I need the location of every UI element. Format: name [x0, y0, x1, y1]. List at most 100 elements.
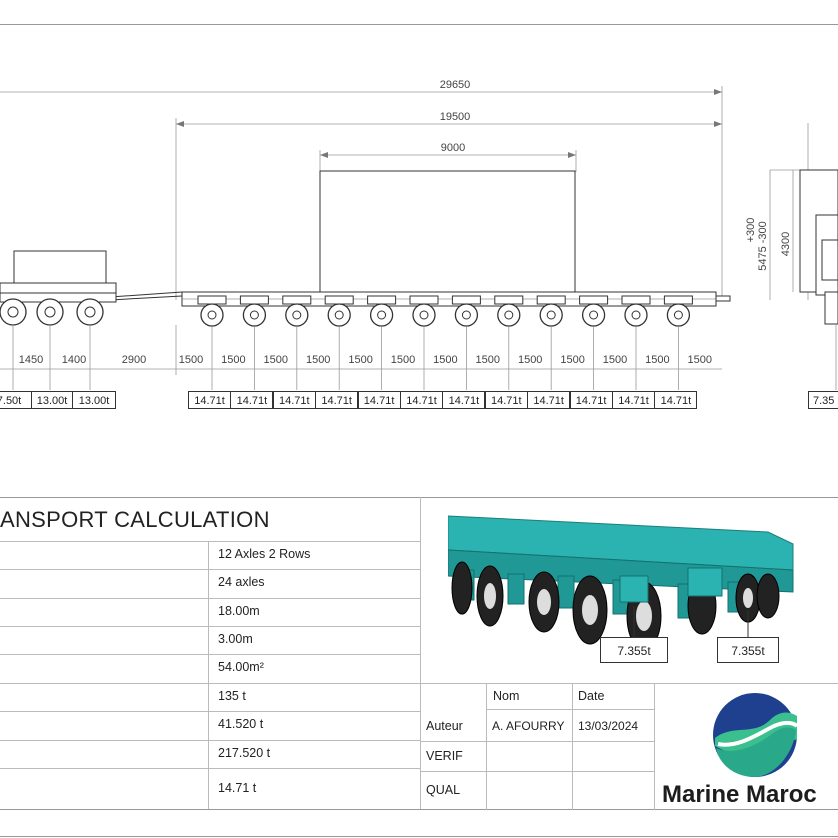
- tractor-wheel: [0, 298, 27, 326]
- tb-verif-label: VERIF: [426, 749, 463, 763]
- trailer-axle-load: 14.71t: [400, 391, 443, 409]
- load-block: [319, 170, 576, 294]
- dim-trailer-text: 19500: [440, 111, 471, 123]
- trailer-axle-load: 14.71t: [612, 391, 655, 409]
- detail-load-1: 7.355t: [600, 637, 668, 663]
- trailer-axle-load: 14.71t: [188, 391, 231, 409]
- trailer-wheel: [367, 295, 397, 390]
- dimension-overall: 29650: [0, 79, 723, 300]
- trailer-spacing-label: 1500: [221, 354, 245, 366]
- tractor-load-3: 13.00t: [72, 391, 116, 409]
- trailer-wheel: [324, 295, 354, 390]
- trailer-spacing-label: 1500: [264, 354, 288, 366]
- dim-load-text: 9000: [441, 142, 465, 154]
- tb-auteur-date: 13/03/2024: [578, 719, 639, 733]
- dimension-load: 9000: [319, 142, 577, 172]
- trailer-wheel: [239, 295, 269, 390]
- trailer-axle-load: 14.71t: [569, 391, 613, 409]
- trailer-spacing-label: 1500: [348, 354, 372, 366]
- trailer-axle-load: 14.71t: [484, 391, 528, 409]
- calc-row-line: [0, 768, 420, 769]
- tb-row-2: [420, 741, 654, 742]
- trailer-axle-load: 14.71t: [527, 391, 571, 409]
- calc-bottom-line: [0, 809, 838, 810]
- trailer-wheel: [663, 295, 693, 390]
- tractor-spacing-1: 1450: [19, 354, 43, 366]
- tractor-spacing-3: 2900: [122, 354, 146, 366]
- calc-row-line: [0, 740, 420, 741]
- trailer-spacing-label: 1500: [179, 354, 203, 366]
- calc-row-line: [0, 569, 420, 570]
- trailer-wheel: [197, 295, 227, 390]
- calc-col-divider: [208, 541, 209, 809]
- trailer-wheels: [197, 295, 693, 390]
- trailer-spacing-label: 1500: [433, 354, 457, 366]
- trailer-axle-load: 14.71t: [442, 391, 486, 409]
- calc-row-line: [0, 654, 420, 655]
- frame-bottom-line: [0, 836, 838, 837]
- tb-date-header: Date: [578, 689, 605, 703]
- tractor-spacing-labels: 1450 1400 2900: [19, 354, 146, 366]
- trailer-wheel: [621, 295, 651, 390]
- calc-row-line: [0, 711, 420, 712]
- module-3d-render: [448, 515, 794, 651]
- trailer-wheel: [536, 295, 566, 390]
- tb-col-1: [486, 683, 487, 810]
- trailer-spacing-label: 1500: [603, 354, 627, 366]
- tb-col-3: [654, 683, 655, 810]
- trailer-spacing-label: 1500: [476, 354, 500, 366]
- calc-value: 217.520 t: [218, 746, 271, 760]
- trailer-spacing-label: 1500: [688, 354, 712, 366]
- calc-value: 12 Axles 2 Rows: [218, 547, 311, 561]
- trailer-spacing-labels: 1500 1500 1500 1500 1500 1500 1500 1500 1500 1500…: [179, 354, 712, 366]
- calc-row-line: [0, 598, 420, 599]
- tb-row-3: [420, 771, 654, 772]
- tractor-spacing-ticks: [12, 325, 177, 390]
- side-height-3: 4300: [780, 232, 792, 256]
- calc-value: 135 t: [218, 689, 246, 703]
- side-elevation-drawing: 29650 19500 9000: [0, 79, 838, 390]
- side-height-2: 5475 -300: [757, 221, 769, 271]
- trailer-axle-load: 14.71t: [315, 391, 359, 409]
- calc-right-border: [420, 497, 421, 810]
- tractor-unit: [0, 250, 117, 326]
- tb-auteur-label: Auteur: [426, 719, 463, 733]
- trailer-spacing-label: 1500: [306, 354, 330, 366]
- detail-load-2: 7.355t: [717, 637, 779, 663]
- calc-row-line: [0, 541, 420, 542]
- trailer-wheel: [494, 295, 524, 390]
- trailer-wheel: [451, 295, 481, 390]
- calc-value: 14.71 t: [218, 781, 257, 795]
- trailer-axle-load: 14.71t: [230, 391, 274, 409]
- dim-overall-text: 29650: [440, 79, 471, 91]
- calc-row-line: [0, 683, 420, 684]
- tb-nom-header: Nom: [493, 689, 520, 703]
- trailer-wheel: [409, 295, 439, 390]
- trailer-spacing-label: 1500: [560, 354, 584, 366]
- trailer-wheel: [579, 295, 609, 390]
- calc-value: 3.00m: [218, 632, 253, 646]
- tractor-load-1: 7.50t: [0, 391, 32, 409]
- calc-value: 18.00m: [218, 604, 260, 618]
- calc-value: 41.520 t: [218, 717, 264, 731]
- calc-row-line: [0, 626, 420, 627]
- calc-value: 24 axles: [218, 575, 265, 589]
- tb-col-2: [572, 683, 573, 810]
- tractor-wheel: [36, 298, 64, 326]
- trailer-wheel: [282, 295, 312, 390]
- logo-company-name: Marine Maroc: [662, 781, 817, 808]
- trailer-axle-load: 14.71t: [272, 391, 316, 409]
- calc-title: ANSPORT CALCULATION: [0, 507, 270, 532]
- marine-maroc-logo: [713, 693, 799, 777]
- section-divider: [0, 497, 838, 498]
- tb-qual-label: QUAL: [426, 783, 461, 797]
- tractor-load-2: 13.00t: [31, 391, 73, 409]
- calc-value: 54.00m²: [218, 660, 264, 674]
- tb-auteur-name: A. AFOURRY: [492, 719, 565, 733]
- dimension-trailer: 19500: [175, 111, 722, 300]
- side-height-1: +300: [745, 218, 757, 243]
- tb-row-1: [486, 709, 654, 710]
- end-view: +300 5475 -300 4300: [745, 123, 838, 390]
- tractor-spacing-2: 1400: [62, 354, 86, 366]
- trailer-spacing-label: 1500: [645, 354, 669, 366]
